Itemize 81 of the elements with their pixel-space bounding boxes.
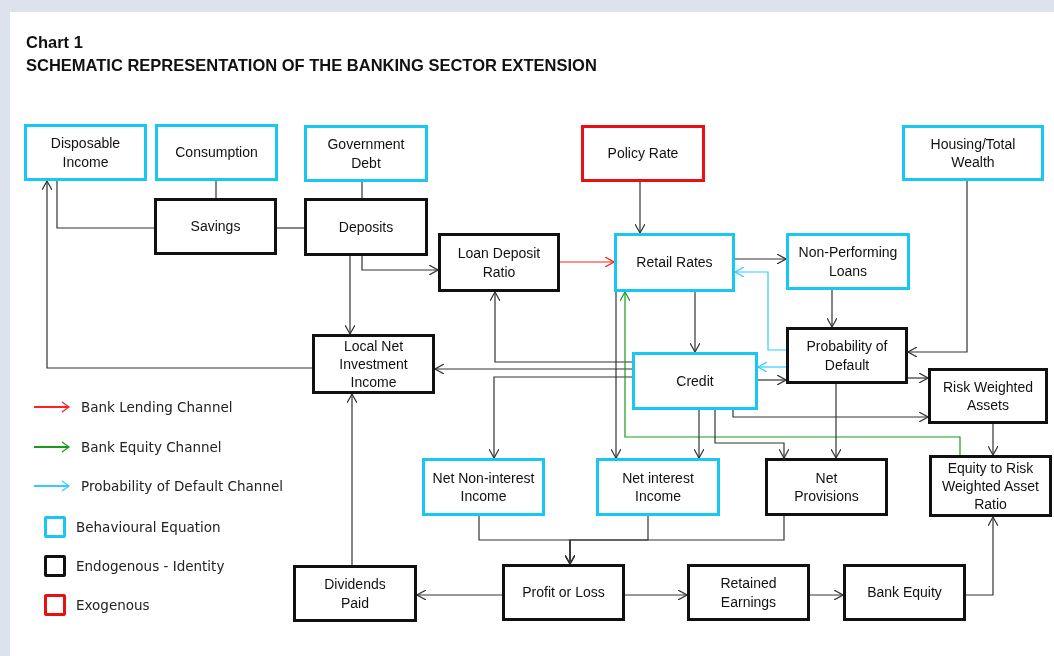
- box-label: Equity to Risk Weighted Asset Ratio: [941, 458, 1040, 514]
- box-label: Disposable Income: [49, 134, 122, 171]
- box-label: Loan Deposit Ratio: [456, 244, 542, 281]
- process-box: [596, 458, 720, 516]
- box-label: Retained Earnings: [719, 574, 778, 611]
- legend-label: Behavioural Equation: [76, 519, 221, 535]
- arrow: [734, 253, 787, 265]
- box-label: Local Net Investment Income: [338, 336, 409, 392]
- legend-label: Probability of Default Channel: [81, 478, 283, 494]
- process-box: [786, 327, 908, 384]
- arrow: [41, 180, 313, 369]
- legend-label: Bank Equity Channel: [81, 439, 222, 455]
- box-label: Housing/Total Wealth: [929, 134, 1017, 172]
- chart-title: SCHEMATIC REPRESENTATION OF THE BANKING SECTOR EXTENSION: [26, 56, 597, 75]
- process-box: [502, 564, 625, 621]
- box-label: Government Debt: [326, 135, 406, 172]
- arrow: [489, 291, 633, 363]
- box-label: Bank Equity: [867, 583, 942, 602]
- arrow: [907, 372, 929, 384]
- process-box: [24, 124, 147, 181]
- process-box: [293, 565, 417, 622]
- process-box: [687, 564, 810, 621]
- process-box: [154, 198, 277, 255]
- process-box: [304, 125, 428, 182]
- arrow: [826, 289, 838, 328]
- chart-number: Chart 1: [26, 33, 83, 52]
- process-box: [765, 458, 888, 516]
- legend-label: Endogenous - Identity: [76, 558, 225, 574]
- process-box: [632, 352, 758, 410]
- arrow: [757, 361, 787, 373]
- arrow: [734, 266, 787, 351]
- process-box: [312, 334, 435, 394]
- box-label: Net Non-interest Income: [431, 468, 536, 506]
- arrow: [361, 255, 439, 276]
- arrow: [634, 181, 646, 234]
- arrow: [693, 409, 705, 459]
- box-label: Consumption: [175, 143, 258, 162]
- arrow: [732, 409, 929, 423]
- arrow: [610, 291, 622, 459]
- process-box: [304, 198, 428, 256]
- arrow: [987, 423, 999, 456]
- arrow: [559, 256, 615, 268]
- process-box: [902, 125, 1044, 181]
- process-box: [928, 368, 1048, 424]
- process-box: [929, 455, 1052, 517]
- arrow: [624, 589, 688, 601]
- process-box: [438, 233, 560, 292]
- arrow: [488, 376, 633, 459]
- box-label: Savings: [190, 217, 241, 236]
- arrow: [416, 589, 503, 601]
- arrow: [344, 255, 356, 335]
- box-label: Risk Weighted Assets: [942, 377, 1034, 415]
- arrow: [689, 291, 701, 353]
- box-label: Profit or Loss: [522, 583, 605, 602]
- arrow: [434, 363, 633, 375]
- arrow: [714, 409, 790, 459]
- arrow: [965, 516, 999, 596]
- legend-label: Bank Lending Channel: [81, 399, 233, 415]
- box-label: Probability of Default: [805, 337, 889, 374]
- arrow: [346, 393, 358, 566]
- arrow: [619, 291, 961, 456]
- arrow: [809, 589, 844, 601]
- box-label: Net Provisions: [793, 468, 860, 506]
- arrow: [830, 383, 842, 459]
- arrow: [757, 374, 787, 386]
- process-box: [155, 124, 278, 181]
- arrow: [907, 180, 968, 358]
- box-label: Credit: [676, 371, 714, 391]
- box-label: Retail Rates: [636, 253, 713, 272]
- box-label: Deposits: [338, 217, 394, 237]
- box-label: Dividends Paid: [323, 575, 387, 612]
- process-box: [843, 564, 966, 621]
- box-label: Non-Performing Loans: [797, 243, 899, 280]
- process-box: [581, 125, 705, 182]
- process-box: [786, 233, 910, 290]
- legend-label: Exogenous: [76, 597, 150, 613]
- process-box: [614, 233, 735, 292]
- process-box: [422, 458, 545, 516]
- arrow: [564, 515, 785, 565]
- box-label: Policy Rate: [607, 144, 679, 163]
- box-label: Net interest Income: [621, 468, 695, 506]
